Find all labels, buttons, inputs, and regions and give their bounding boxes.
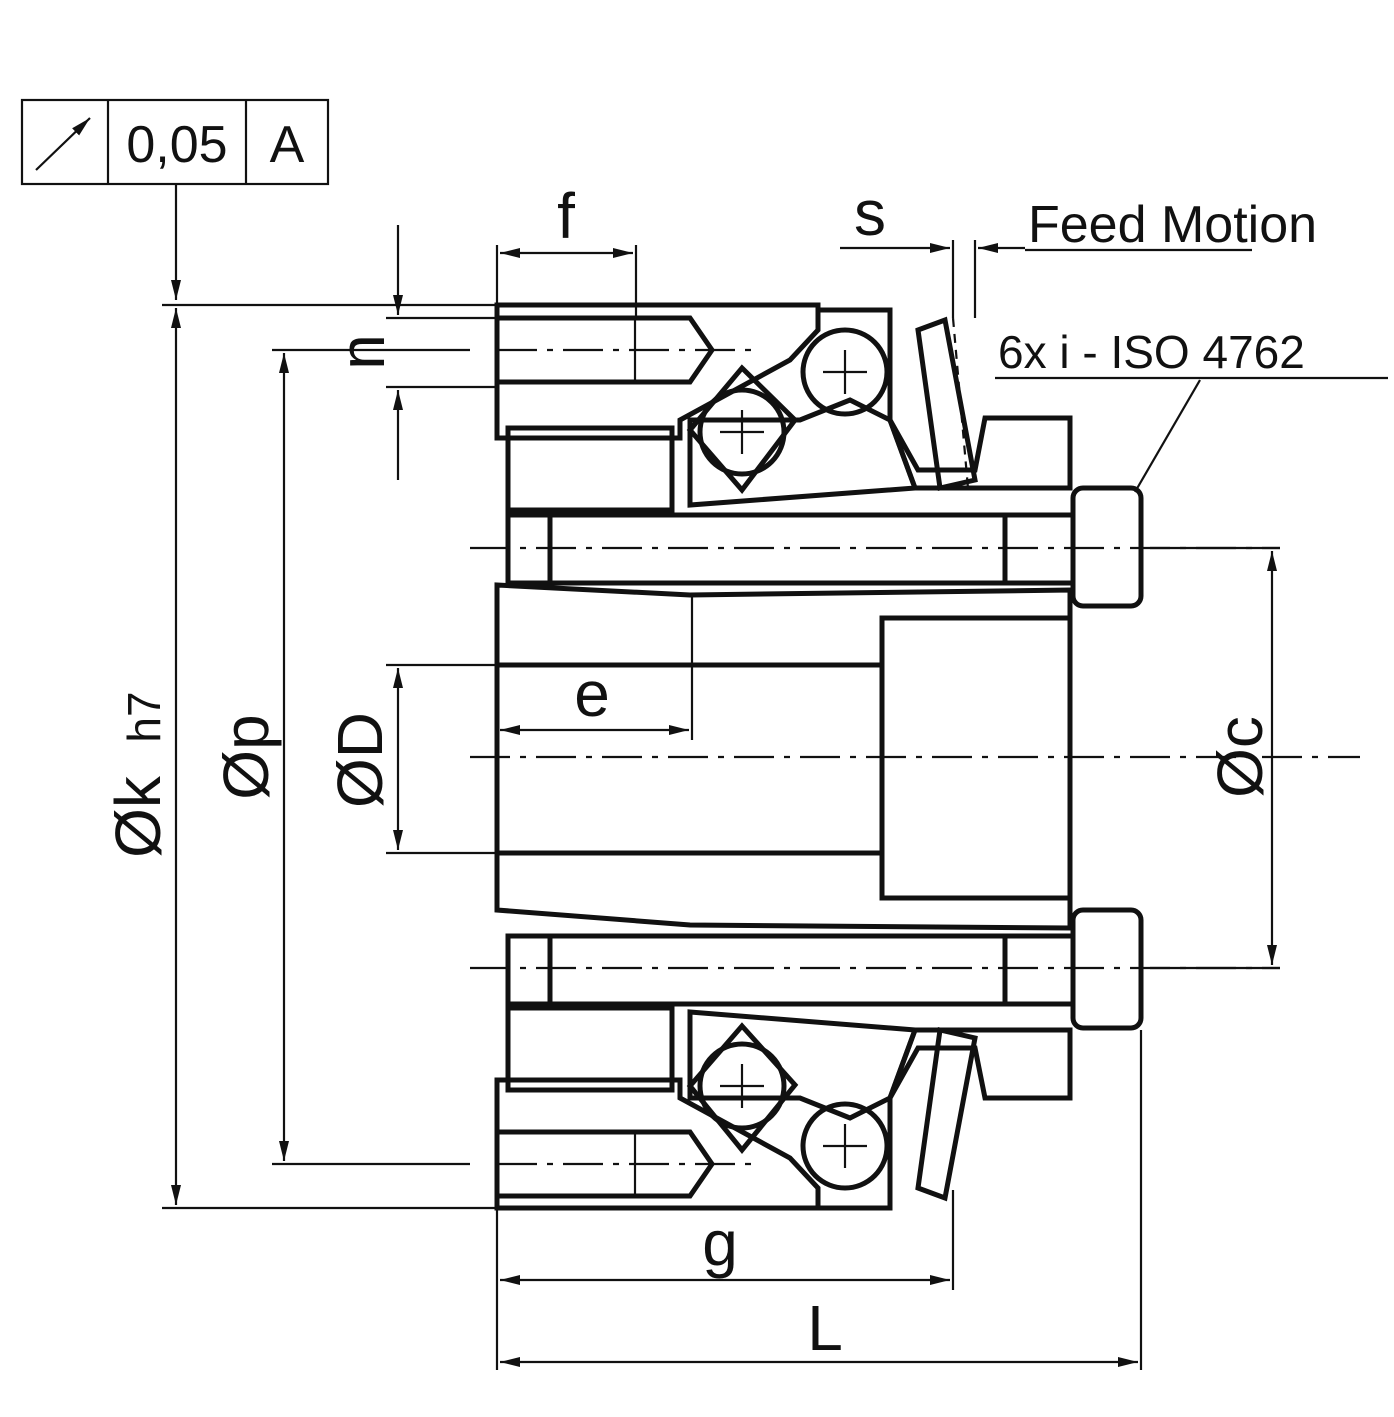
bearing-ball-3 xyxy=(686,1022,799,1154)
bearing-ball-4 xyxy=(800,1101,890,1191)
ball-bearings xyxy=(686,327,890,1191)
dim-g-label: g xyxy=(702,1207,738,1279)
dim-e-label: e xyxy=(574,658,610,730)
dim-c-label: Øc xyxy=(1204,716,1276,798)
dim-f-label: f xyxy=(557,180,575,252)
dim-D-label: ØD xyxy=(324,712,396,808)
dim-s-label: s xyxy=(854,177,886,249)
dim-n-label: n xyxy=(326,334,398,370)
section-body xyxy=(494,302,1073,1211)
runout-arrow-icon xyxy=(35,117,91,171)
bearing-ball-1 xyxy=(686,364,799,494)
dim-k-label: Øk xyxy=(102,775,174,858)
dim-p-label: Øp xyxy=(210,714,282,799)
bearing-ball-2 xyxy=(800,327,890,417)
screw-callout: 6x i - ISO 4762 xyxy=(995,326,1388,493)
datum-letter: A xyxy=(270,116,305,174)
dim-L-label: L xyxy=(807,1292,843,1364)
feed-motion-note: Feed Motion xyxy=(1025,196,1317,254)
screw-spec-label: 6x i - ISO 4762 xyxy=(998,326,1305,378)
dim-k-tolerance: h7 xyxy=(118,691,170,742)
dimensions: Øk h7 Øp ØD Øc n f xyxy=(102,177,1280,1370)
tolerance-frame: 0,05 A xyxy=(20,98,330,300)
center-lines xyxy=(470,348,1360,1166)
tolerance-value: 0,05 xyxy=(126,116,227,174)
feed-motion-label: Feed Motion xyxy=(1028,196,1317,254)
